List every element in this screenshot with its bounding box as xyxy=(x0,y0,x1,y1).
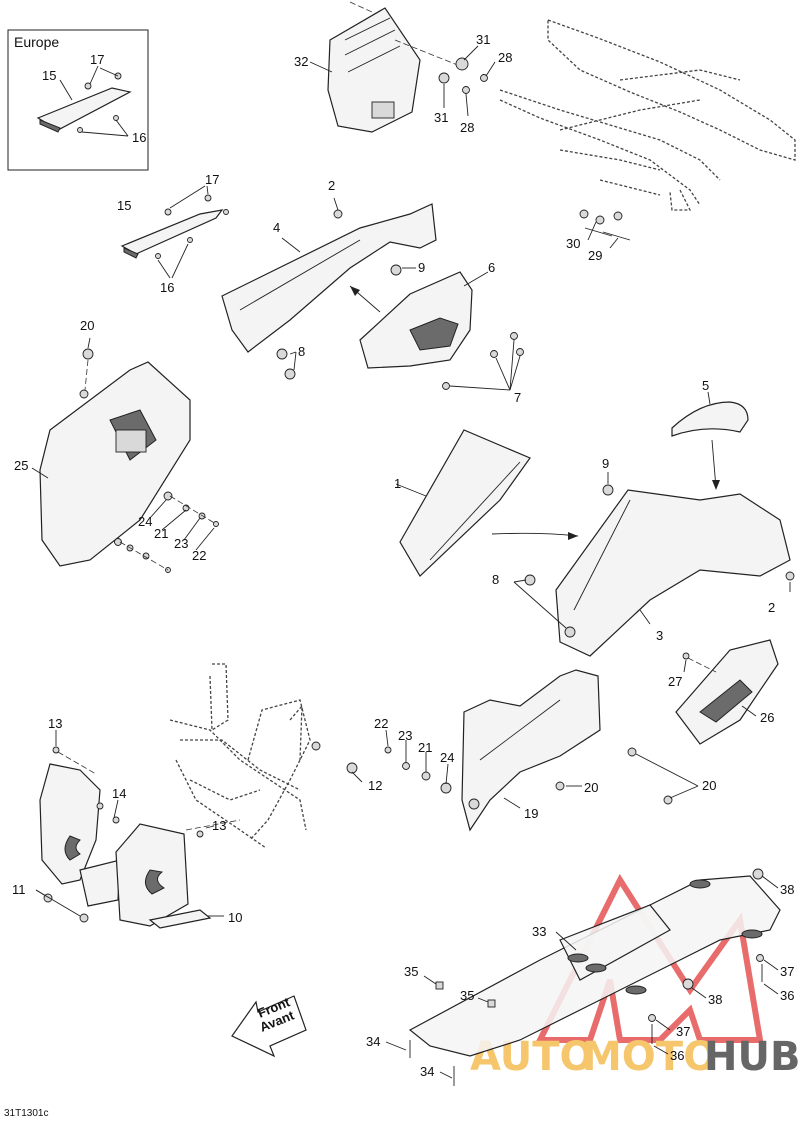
callout-22-right: 22 xyxy=(374,716,388,731)
callout-38-middle: 38 xyxy=(708,992,722,1007)
callout-21-left: 21 xyxy=(154,526,168,541)
callout-19: 19 xyxy=(524,806,538,821)
callout-38-right: 38 xyxy=(780,882,794,897)
callout-13-left: 13 xyxy=(48,716,62,731)
callout-15-inset: 15 xyxy=(42,68,56,83)
hardware-12-13: 12 13 13 xyxy=(48,716,382,838)
europe-inset: Europe 15 17 16 xyxy=(7,29,149,171)
callout-32: 32 xyxy=(294,54,308,69)
callout-3: 3 xyxy=(656,628,663,643)
callout-15: 15 xyxy=(117,198,131,213)
callout-26: 26 xyxy=(760,710,774,725)
callout-25: 25 xyxy=(14,458,28,473)
callout-33: 33 xyxy=(532,924,546,939)
callout-20-middle: 20 xyxy=(584,780,598,795)
callout-24-right: 24 xyxy=(440,750,454,765)
reference-code: 31T1301c xyxy=(4,1108,48,1119)
callout-2-upper: 2 xyxy=(328,178,335,193)
part-33-skid-plate: 33 38 37 36 38 37 36 35 35 34 34 xyxy=(366,868,794,1086)
callout-31-upper: 31 xyxy=(476,32,490,47)
part-26-vent: 27 26 xyxy=(668,639,779,745)
callout-23-right: 23 xyxy=(398,728,412,743)
inset-title: Europe xyxy=(14,34,59,50)
callout-37-middle: 37 xyxy=(676,1024,690,1039)
rear-frame-outline xyxy=(499,19,796,211)
callout-1: 1 xyxy=(394,476,401,491)
hardware-7: 7 xyxy=(442,332,524,405)
callout-5: 5 xyxy=(702,378,709,393)
part-25-housing: 20 25 24 21 23 22 xyxy=(14,318,219,573)
callout-24-left: 24 xyxy=(138,514,152,529)
callout-9-upper: 9 xyxy=(418,260,425,275)
part-6-vent: 6 xyxy=(359,260,495,369)
callout-16: 16 xyxy=(160,280,174,295)
callout-34-upper: 34 xyxy=(366,1034,380,1049)
hardware-28-31: 31 28 31 28 xyxy=(434,32,512,135)
callout-28-upper: 28 xyxy=(498,50,512,65)
automotohub-watermark: AUTO MOTO HUB xyxy=(470,873,800,1080)
callout-35-right: 35 xyxy=(460,988,474,1003)
callout-6: 6 xyxy=(488,260,495,275)
part-3-side-panel: 9 8 3 2 xyxy=(492,456,795,657)
part-5-cap: 5 xyxy=(671,378,749,490)
part-4-side-panel: 2 4 9 8 xyxy=(221,178,437,380)
callout-12: 12 xyxy=(368,778,382,793)
part-15-trim: 15 17 16 xyxy=(117,172,229,295)
callout-21-right: 21 xyxy=(418,740,432,755)
callout-20-right: 20 xyxy=(702,778,716,793)
callout-10: 10 xyxy=(228,910,242,925)
middle-frame-outline xyxy=(169,663,311,849)
front-direction-arrow: Front Avant xyxy=(231,994,307,1058)
callout-34-lower: 34 xyxy=(420,1064,434,1079)
callout-13-right: 13 xyxy=(212,818,226,833)
watermark-text-moto: MOTO xyxy=(582,1034,717,1080)
callout-11: 11 xyxy=(12,882,26,897)
callout-35-left: 35 xyxy=(404,964,418,979)
callout-36-middle: 36 xyxy=(670,1048,684,1063)
callout-4: 4 xyxy=(273,220,280,235)
part-19-side-panel: 19 22 23 21 24 20 20 xyxy=(374,669,716,832)
callout-7: 7 xyxy=(514,390,521,405)
callout-23-left: 23 xyxy=(174,536,188,551)
callout-28-lower: 28 xyxy=(460,120,474,135)
callout-8-upper: 8 xyxy=(298,344,305,359)
callout-14: 14 xyxy=(112,786,126,801)
hardware-29-30: 30 29 xyxy=(566,209,631,263)
part-1-cover: 1 xyxy=(394,429,579,577)
part-32-panel: 32 xyxy=(294,1,461,133)
part-10-bumper: 14 11 10 xyxy=(12,763,242,929)
callout-8-lower: 8 xyxy=(492,572,499,587)
callout-36-right: 36 xyxy=(780,988,794,1003)
callout-22-left: 22 xyxy=(192,548,206,563)
callout-2-lower: 2 xyxy=(768,600,775,615)
callout-16-inset: 16 xyxy=(132,130,146,145)
callout-30: 30 xyxy=(566,236,580,251)
callout-31-lower: 31 xyxy=(434,110,448,125)
callout-17-inset: 17 xyxy=(90,52,104,67)
callout-9-lower: 9 xyxy=(602,456,609,471)
callout-29: 29 xyxy=(588,248,602,263)
callout-37-right: 37 xyxy=(780,964,794,979)
callout-20-left: 20 xyxy=(80,318,94,333)
inset-trim-panel xyxy=(36,87,132,131)
callout-17: 17 xyxy=(205,172,219,187)
watermark-text-hub: HUB xyxy=(704,1034,800,1080)
callout-27: 27 xyxy=(668,674,682,689)
